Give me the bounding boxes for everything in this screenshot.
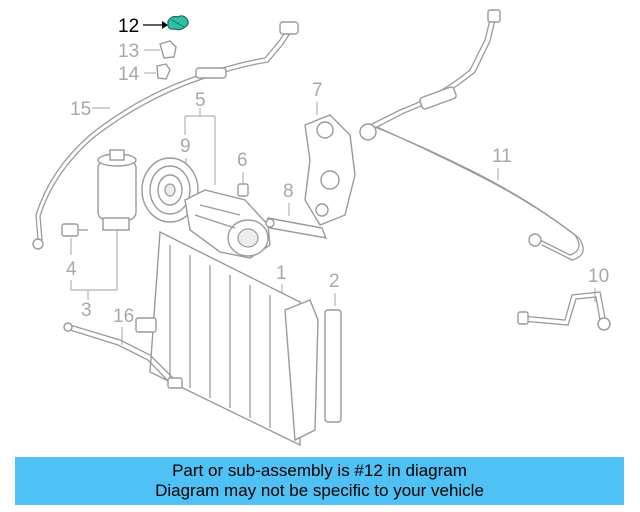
callout-13[interactable]: 13 (118, 41, 139, 62)
part-11-hose[interactable] (359, 9, 584, 261)
info-banner: Part or sub-assembly is #12 in diagram D… (15, 457, 624, 505)
callout-5[interactable]: 5 (195, 90, 206, 111)
banner-line-part: Part or sub-assembly is #12 in diagram (172, 461, 467, 480)
callout-3[interactable]: 3 (81, 300, 92, 321)
callout-1[interactable]: 1 (276, 263, 287, 284)
callout-11[interactable]: 11 (492, 146, 512, 167)
part-9-clutch[interactable] (141, 157, 199, 223)
part-12-clip[interactable] (167, 15, 189, 31)
callout-6[interactable]: 6 (237, 150, 248, 171)
callout-14[interactable]: 14 (118, 64, 140, 85)
part-16-hose[interactable] (63, 322, 183, 389)
part-5-compressor[interactable] (184, 189, 271, 259)
callout-16[interactable]: 16 (113, 306, 134, 327)
part-6-valve[interactable] (237, 183, 249, 197)
callout-8[interactable]: 8 (283, 181, 294, 202)
callout-9[interactable]: 9 (180, 136, 191, 157)
part-15-hose[interactable] (32, 21, 299, 250)
callout-4[interactable]: 4 (66, 259, 77, 280)
part-1-condenser[interactable] (135, 230, 319, 447)
part-7-bracket[interactable] (304, 114, 356, 226)
part-10-hose[interactable] (517, 291, 611, 331)
part-13-bracket[interactable] (159, 40, 177, 59)
part-8-brace[interactable] (265, 217, 328, 239)
part-2-drier-tube[interactable] (324, 309, 342, 423)
callout-2[interactable]: 2 (329, 271, 340, 292)
callout-15[interactable]: 15 (70, 99, 91, 120)
part-14-clip[interactable] (156, 63, 171, 80)
parts-diagram: 12 13 14 15 5 9 6 7 8 11 10 4 3 16 1 2 (32, 9, 611, 447)
banner-line-disclaimer: Diagram may not be specific to your vehi… (155, 481, 484, 500)
callout-12[interactable]: 12 (118, 16, 139, 37)
leader-lines (70, 21, 596, 345)
callout-10[interactable]: 10 (588, 266, 609, 287)
part-3-receiver-drier[interactable] (97, 149, 137, 231)
callout-7[interactable]: 7 (312, 80, 323, 101)
part-4-switch[interactable] (61, 223, 88, 237)
